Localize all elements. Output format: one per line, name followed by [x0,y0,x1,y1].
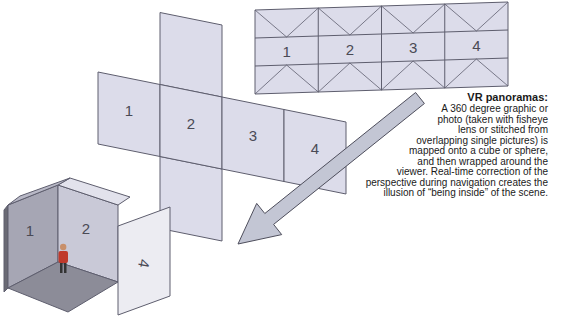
distortion-line [318,6,381,35]
distortion-line [382,61,445,90]
face-number: 4 [472,38,480,53]
distortion-line [318,63,381,92]
face-number: 3 [249,128,257,143]
distortion-line [445,59,508,88]
face-number: 1 [282,44,290,59]
cube-wall-edge [4,205,8,292]
cube-flap [58,178,130,205]
grid-line [444,4,445,88]
cube-face [98,72,160,157]
cube-face [160,85,222,170]
distortion-line [255,8,318,37]
cube-face [222,97,284,182]
person-body [59,251,69,263]
cube-face [160,13,222,98]
face-number: 2 [187,116,195,131]
wrap-shape [240,104,433,254]
person-leg [60,262,63,273]
distortion-line [382,4,445,33]
cube-flap [8,178,70,205]
distortion-line [255,65,318,94]
distortion-line [445,2,508,31]
face-number: 2 [346,42,354,57]
cube-flap [118,207,170,315]
big-arrow [238,93,424,245]
person-head [60,244,66,250]
caption-text: A 360 degree graphic or photo (taken wit… [240,104,548,254]
face-number: 1 [26,223,34,238]
face-number: 3 [409,40,417,55]
person-leg [64,262,67,273]
grid-line [318,8,319,92]
grid-line [381,6,382,90]
face-number: 1 [125,103,133,118]
face-number: 2 [82,221,90,236]
cube-floor [8,262,118,312]
heading: VR panoramas: [467,91,548,103]
face-number: 4 [311,141,319,156]
panorama-sheet [255,2,508,94]
